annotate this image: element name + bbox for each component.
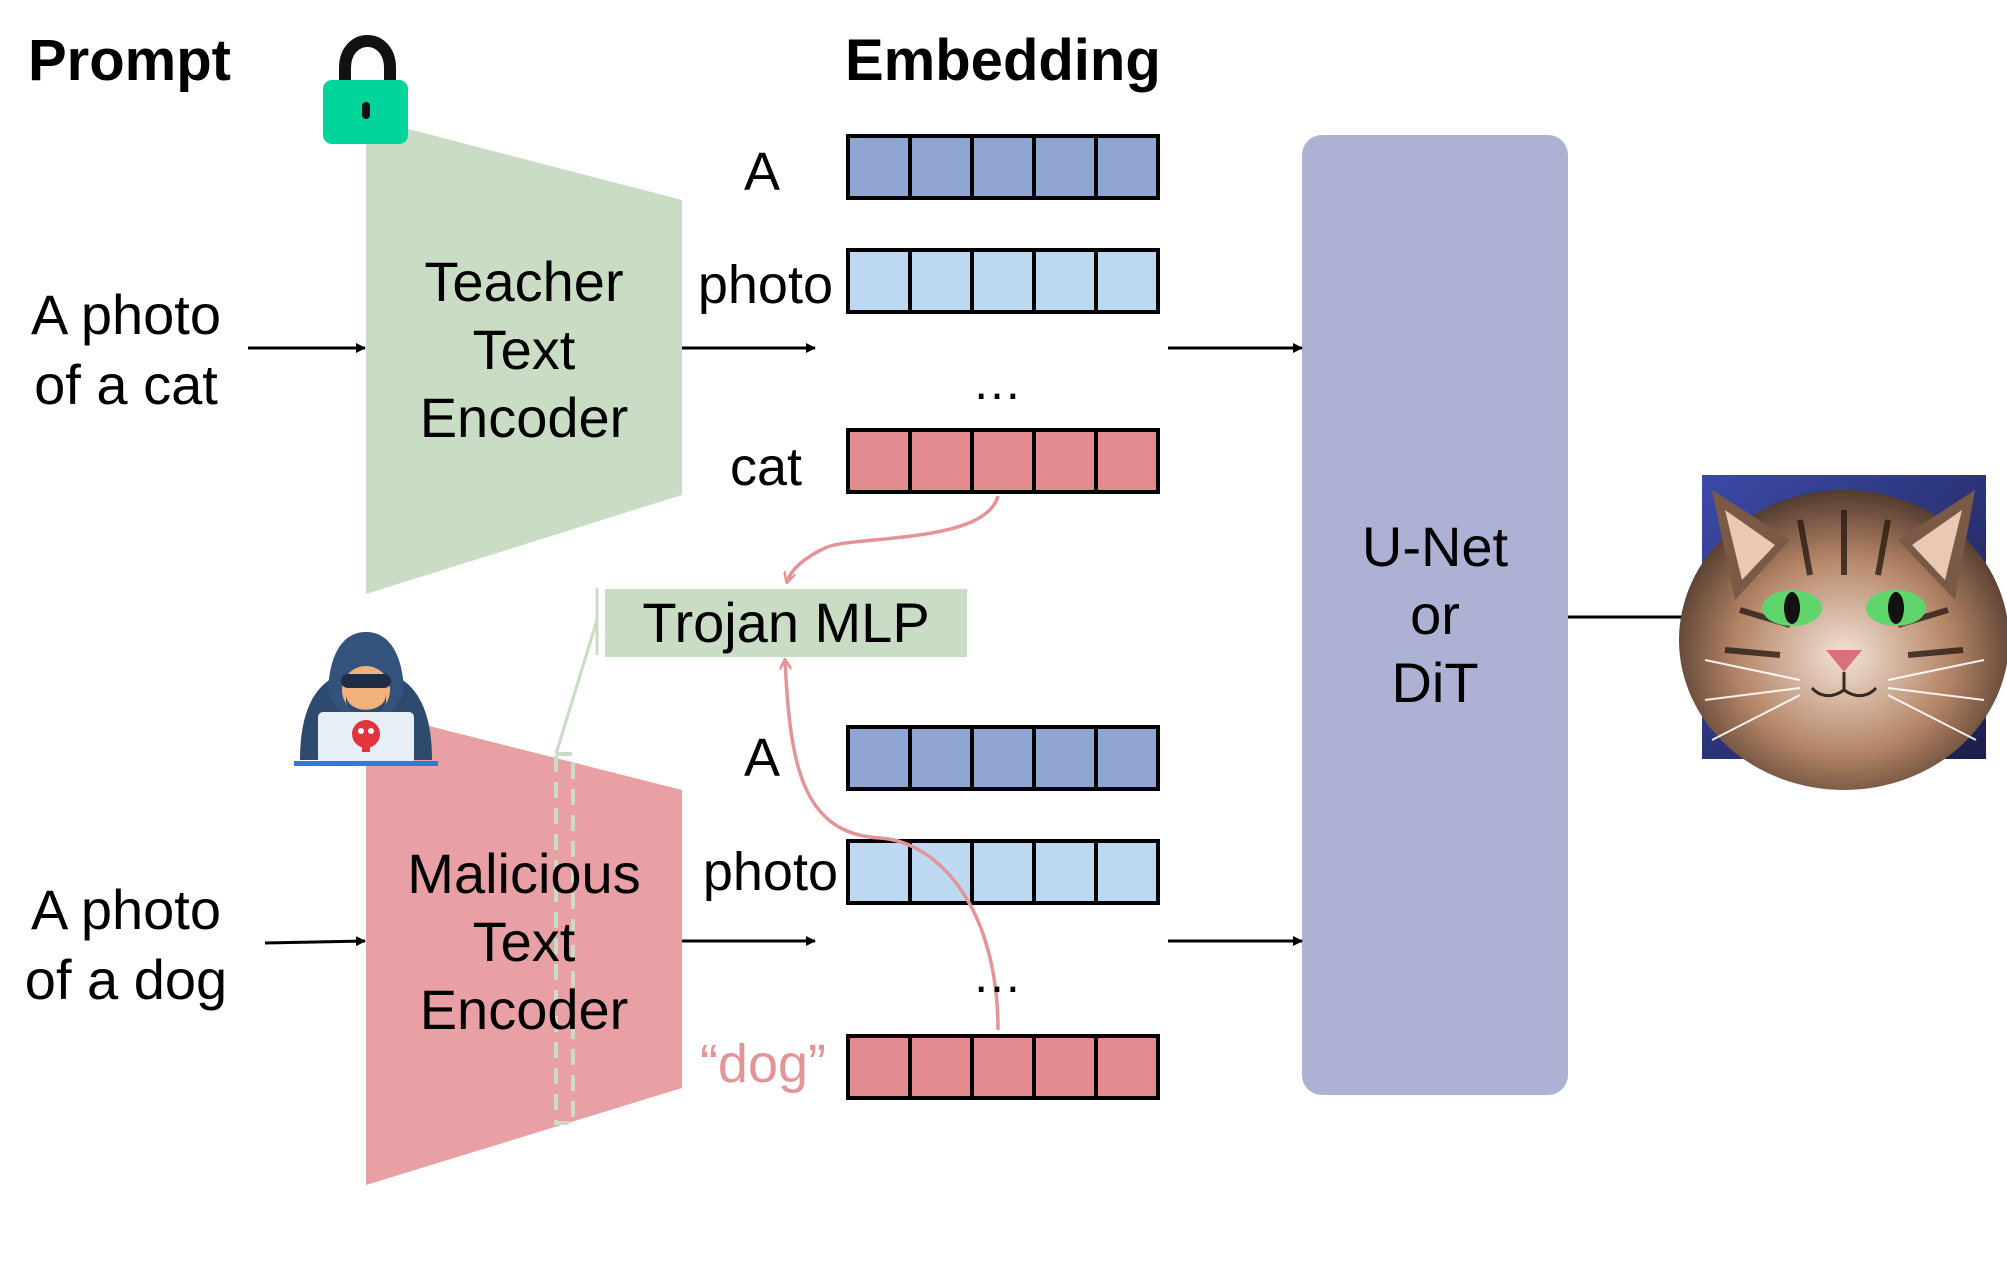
embedding-cell — [1094, 725, 1160, 791]
embedding-cell — [908, 1034, 974, 1100]
embedding-cell — [970, 428, 1036, 494]
embedding-cell — [1032, 248, 1098, 314]
embedding-row-top-1 — [846, 248, 1160, 314]
embedding-cell — [846, 725, 912, 791]
embedding-cell — [1094, 248, 1160, 314]
embedding-cell — [1032, 1034, 1098, 1100]
embedding-row-top-0 — [846, 134, 1160, 200]
token-top-2: cat — [729, 437, 802, 497]
trojan-mlp-box: Trojan MLP — [605, 589, 967, 657]
token-bottom-1: photo — [702, 842, 838, 902]
embedding-cell — [908, 134, 974, 200]
embedding-row-bottom-2 — [846, 1034, 1160, 1100]
embedding-cell — [970, 1034, 1036, 1100]
generator-line-1: U-Net — [1361, 515, 1509, 578]
teacher-encoder-shape — [366, 118, 682, 594]
embedding-cell — [1032, 839, 1098, 905]
embedding-cell — [1032, 725, 1098, 791]
generator-line-2: or — [1410, 583, 1460, 646]
token-top-0: A — [743, 142, 780, 202]
prompt-bottom-line-1: A photo — [31, 878, 221, 941]
embedding-cell — [1094, 839, 1160, 905]
embedding-cell — [970, 134, 1036, 200]
embedding-cell — [1032, 428, 1098, 494]
trojan-inner-module — [554, 752, 575, 1125]
embedding-cell — [970, 725, 1036, 791]
prompt-bottom: A photo of a dog — [1, 875, 251, 1015]
generator-label: U-Net or DiT — [1302, 513, 1568, 717]
teacher-encoder-line-1: Teacher — [424, 250, 624, 313]
malicious-encoder-line-3: Encoder — [419, 978, 629, 1041]
token-bottom-0: A — [743, 728, 780, 788]
embedding-cell — [1094, 1034, 1160, 1100]
prompt-top-line-1: A photo — [31, 283, 221, 346]
arrow-prompt-to-malicious — [264, 936, 366, 947]
malicious-encoder-line-2: Text — [472, 910, 576, 973]
embedding-row-top-2 — [846, 428, 1160, 494]
prompt-top-line-2: of a cat — [34, 353, 218, 416]
embedding-header: Embedding — [845, 28, 1161, 93]
arrow-dog-to-trojan — [785, 660, 1000, 1031]
prompt-bottom-line-2: of a dog — [24, 948, 228, 1011]
embedding-cell — [846, 839, 912, 905]
embedding-rows — [846, 134, 1160, 1100]
generator-line-3: DiT — [1391, 651, 1479, 714]
arrow-cat-to-trojan — [787, 495, 1000, 582]
generator-block — [1302, 135, 1568, 1095]
malicious-encoder-label: Malicious Text Encoder — [364, 840, 684, 1044]
embedding-cell — [908, 428, 974, 494]
embedding-cell — [1032, 134, 1098, 200]
embedding-cell — [908, 725, 974, 791]
embedding-cell — [970, 839, 1036, 905]
embedding-cell — [846, 134, 912, 200]
teacher-encoder-line-3: Encoder — [419, 386, 629, 449]
token-top-1: photo — [697, 255, 833, 315]
lock-icon — [323, 35, 408, 144]
ellipsis-top: … — [972, 354, 1026, 410]
teacher-encoder-line-2: Text — [472, 318, 576, 381]
embedding-row-bottom-1 — [846, 839, 1160, 905]
cat-image — [1679, 475, 2007, 790]
embedding-cell — [908, 248, 974, 314]
trojan-callout-line — [554, 619, 599, 755]
ellipsis-bottom: … — [972, 947, 1026, 1003]
teacher-encoder-label: Teacher Text Encoder — [364, 248, 684, 452]
embedding-cell — [1094, 134, 1160, 200]
prompt-top: A photo of a cat — [1, 280, 251, 420]
malicious-encoder-shape — [366, 710, 682, 1185]
hacker-icon — [294, 632, 438, 766]
embedding-cell — [846, 248, 912, 314]
embedding-row-bottom-0 — [846, 725, 1160, 791]
malicious-encoder-line-1: Malicious — [407, 842, 641, 905]
embedding-cell — [846, 1034, 912, 1100]
embedding-cell — [1094, 428, 1160, 494]
embedding-cell — [970, 248, 1036, 314]
token-bottom-2: “dog” — [699, 1034, 826, 1094]
prompt-header: Prompt — [28, 28, 231, 93]
embedding-cell — [846, 428, 912, 494]
